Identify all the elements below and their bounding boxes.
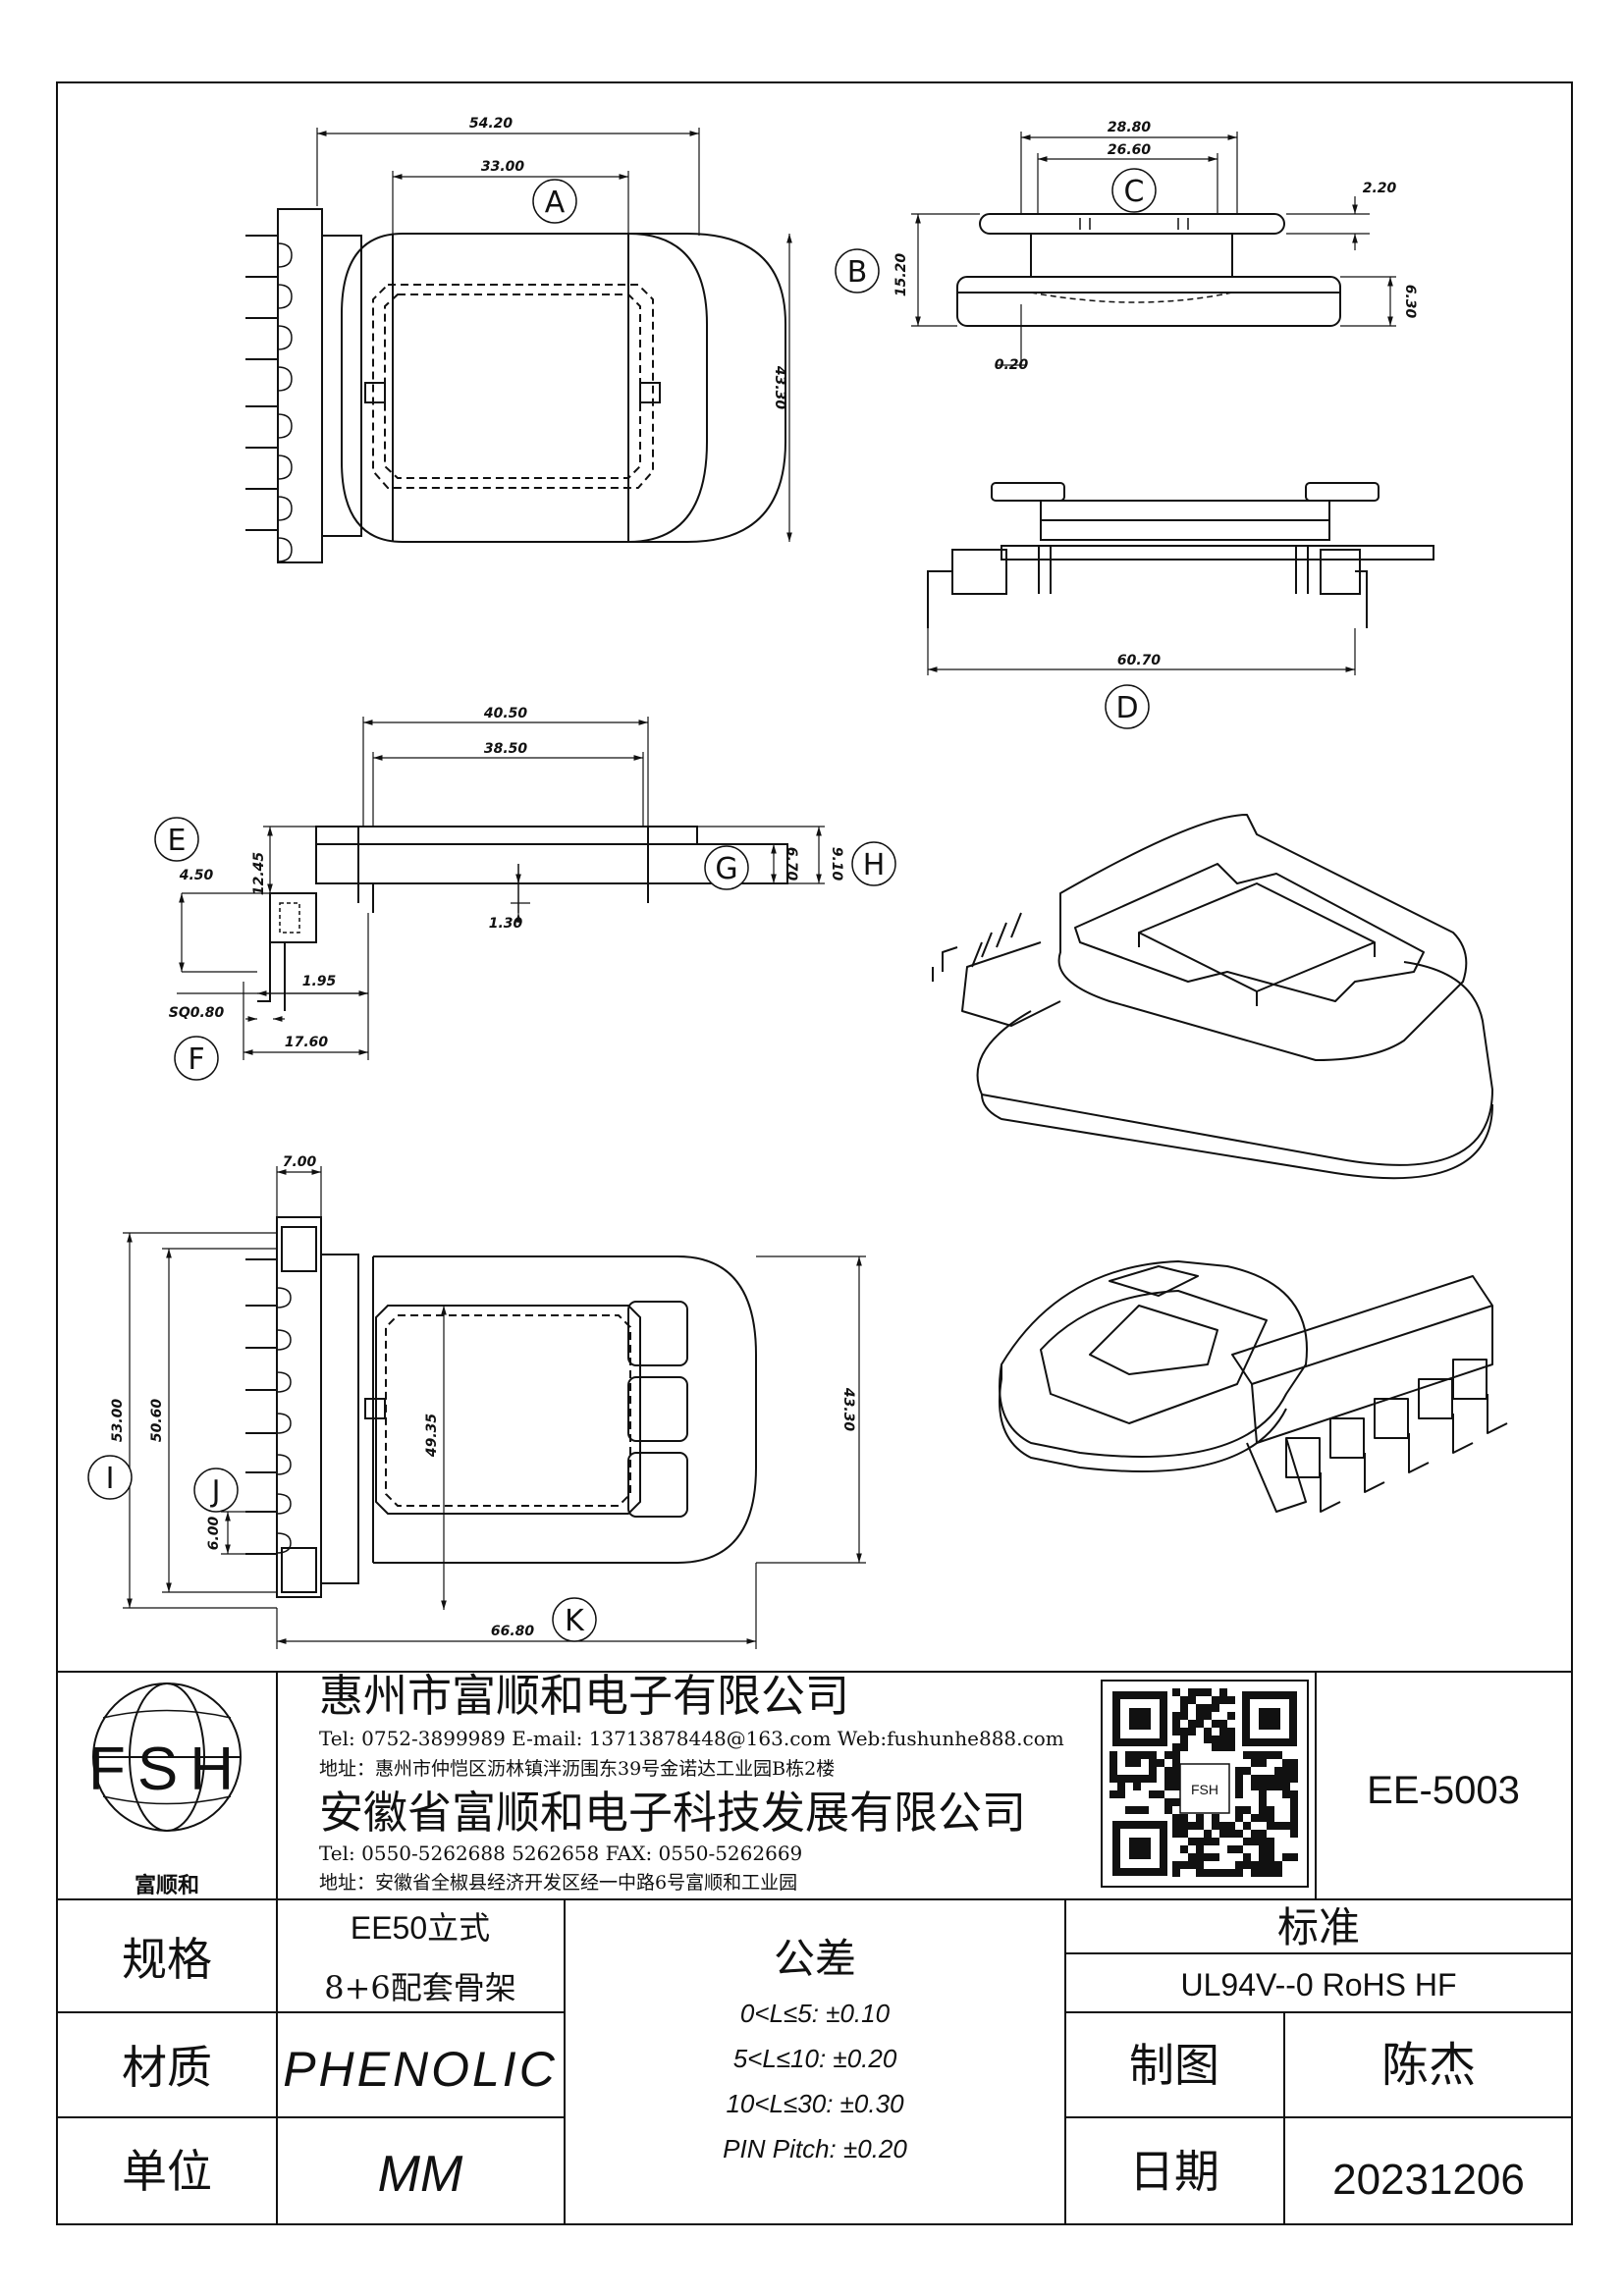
view-side-bc-dims bbox=[911, 132, 1396, 366]
svg-text:J: J bbox=[210, 1474, 221, 1509]
label-c: C bbox=[1111, 168, 1157, 213]
dim-overall-60: 60.70 bbox=[1117, 653, 1162, 668]
standard-value: UL94V--0 RoHS HF bbox=[1181, 1967, 1457, 2002]
dim-pin-450: 4.50 bbox=[179, 868, 214, 883]
dim-h-4330b: 43.30 bbox=[840, 1387, 856, 1432]
label-g: G bbox=[704, 845, 749, 890]
company2-contact: Tel: 0550-5262688 5262658 FAX: 0550-5262… bbox=[319, 1842, 802, 1865]
date-label: 日期 bbox=[1129, 2146, 1219, 2197]
dim-h-4935: 49.35 bbox=[424, 1414, 440, 1459]
date-value: 20231206 bbox=[1332, 2156, 1525, 2204]
standard-label: 标准 bbox=[1277, 1904, 1360, 1950]
logo-letters: FSH bbox=[88, 1735, 245, 1803]
dim-t-130: 1.30 bbox=[489, 916, 523, 932]
label-e: E bbox=[154, 817, 199, 862]
company1-contact: Tel: 0752-3899989 E-mail: 13713878448@16… bbox=[319, 1727, 1064, 1750]
label-i: I bbox=[87, 1455, 133, 1500]
company1-address: 地址：惠州市仲恺区沥林镇泮沥围东39号金诺达工业园B栋2楼 bbox=[319, 1758, 835, 1780]
dim-h-5060: 50.60 bbox=[149, 1399, 165, 1443]
view-bottom-ik bbox=[245, 1216, 757, 1598]
view-front-eh-dims bbox=[177, 717, 825, 1060]
svg-text:C: C bbox=[1124, 175, 1145, 209]
dim-top-width: 54.20 bbox=[469, 116, 514, 132]
dim-gap-020: 0.20 bbox=[995, 357, 1029, 373]
dim-flange-2: 2.20 bbox=[1363, 181, 1397, 196]
view-side-bc bbox=[956, 213, 1341, 327]
company1-name: 惠州市富顺和电子有限公司 bbox=[319, 1670, 849, 1722]
label-d: D bbox=[1105, 684, 1150, 729]
tolerance-row-1: 0<L≤5: ±0.10 bbox=[740, 1999, 891, 2028]
label-f: F bbox=[174, 1036, 219, 1081]
tolerance-row-2: 5<L≤10: ±0.20 bbox=[733, 2044, 897, 2073]
fsh-logo bbox=[92, 1682, 242, 1832]
dim-height-6: 6.30 bbox=[1402, 285, 1418, 319]
svg-text:K: K bbox=[565, 1604, 585, 1638]
drawn-label: 制图 bbox=[1129, 2040, 1219, 2091]
drawing-border bbox=[56, 81, 1573, 2225]
svg-text:I: I bbox=[106, 1462, 115, 1496]
view-front-eh bbox=[257, 826, 788, 1011]
dim-h-910: 9.10 bbox=[829, 847, 844, 881]
dim-front-38: 38.50 bbox=[484, 741, 528, 757]
company2-address: 地址：安徽省全椒县经济开发区经一中路6号富顺和工业园 bbox=[319, 1872, 797, 1894]
dim-sq: SQ0.80 bbox=[169, 1005, 225, 1021]
dim-pitch-600: 6.00 bbox=[206, 1516, 222, 1550]
iso-view-lower bbox=[999, 1260, 1508, 1513]
iso-view-upper bbox=[932, 814, 1493, 1180]
unit-value: MM bbox=[378, 2146, 463, 2203]
spec-label: 规格 bbox=[122, 1934, 212, 1985]
svg-text:A: A bbox=[545, 186, 566, 220]
svg-text:E: E bbox=[168, 824, 187, 858]
dim-p-1760: 17.60 bbox=[285, 1035, 329, 1050]
material-value: PHENOLIC bbox=[283, 2042, 558, 2097]
drawn-value: 陈杰 bbox=[1381, 2040, 1476, 2092]
label-h: H bbox=[851, 841, 896, 886]
dim-overall-6680: 66.80 bbox=[491, 1624, 535, 1639]
dim-h-670: 6.70 bbox=[784, 847, 799, 881]
view-side-d-dims bbox=[927, 628, 1356, 675]
pins-top-left bbox=[245, 235, 278, 531]
logo-name: 富顺和 bbox=[135, 1873, 199, 1898]
spec-value-2: 8+6配套骨架 bbox=[324, 1969, 516, 2006]
dim-height-43: 43.30 bbox=[772, 365, 787, 410]
svg-text:H: H bbox=[863, 848, 886, 882]
dim-height-15: 15.20 bbox=[893, 253, 909, 297]
dim-side-28: 28.80 bbox=[1108, 120, 1152, 135]
part-number: EE-5003 bbox=[1367, 1769, 1520, 1812]
dim-h-1245: 12.45 bbox=[251, 852, 267, 896]
label-k: K bbox=[552, 1597, 597, 1642]
dim-w-700: 7.00 bbox=[283, 1154, 317, 1170]
qr-code: FSH bbox=[1101, 1680, 1309, 1888]
label-j: J bbox=[193, 1468, 239, 1513]
tolerance-label: 公差 bbox=[774, 1936, 856, 1982]
dim-h-5300: 53.00 bbox=[110, 1399, 126, 1443]
tolerance-row-3: 10<L≤30: ±0.30 bbox=[726, 2089, 904, 2118]
view-top-left-dims bbox=[316, 128, 792, 542]
dim-front-40: 40.50 bbox=[483, 706, 528, 721]
iso-pins bbox=[1285, 1359, 1508, 1513]
dim-p-195: 1.95 bbox=[302, 974, 337, 989]
view-bottom-ik-dims bbox=[123, 1166, 866, 1649]
svg-text:F: F bbox=[188, 1042, 204, 1077]
dim-side-26: 26.60 bbox=[1108, 142, 1152, 158]
label-b: B bbox=[835, 248, 880, 294]
qr-center-text: FSH bbox=[1191, 1782, 1218, 1797]
company2-name: 安徽省富顺和电子科技发展有限公司 bbox=[319, 1787, 1026, 1839]
label-a: A bbox=[532, 179, 577, 224]
view-top-left bbox=[245, 208, 786, 563]
view-side-d bbox=[927, 482, 1434, 628]
tolerance-row-4: PIN Pitch: ±0.20 bbox=[723, 2134, 907, 2163]
svg-text:D: D bbox=[1115, 691, 1138, 725]
pins-bottom bbox=[245, 1258, 277, 1555]
dim-window-width: 33.00 bbox=[481, 159, 525, 175]
spec-value-1: EE50立式 bbox=[351, 1910, 490, 1946]
svg-text:G: G bbox=[715, 852, 737, 886]
svg-text:B: B bbox=[847, 255, 868, 290]
material-label: 材质 bbox=[122, 2042, 212, 2093]
unit-label: 单位 bbox=[122, 2146, 212, 2197]
title-block-grid bbox=[57, 1672, 1572, 2224]
